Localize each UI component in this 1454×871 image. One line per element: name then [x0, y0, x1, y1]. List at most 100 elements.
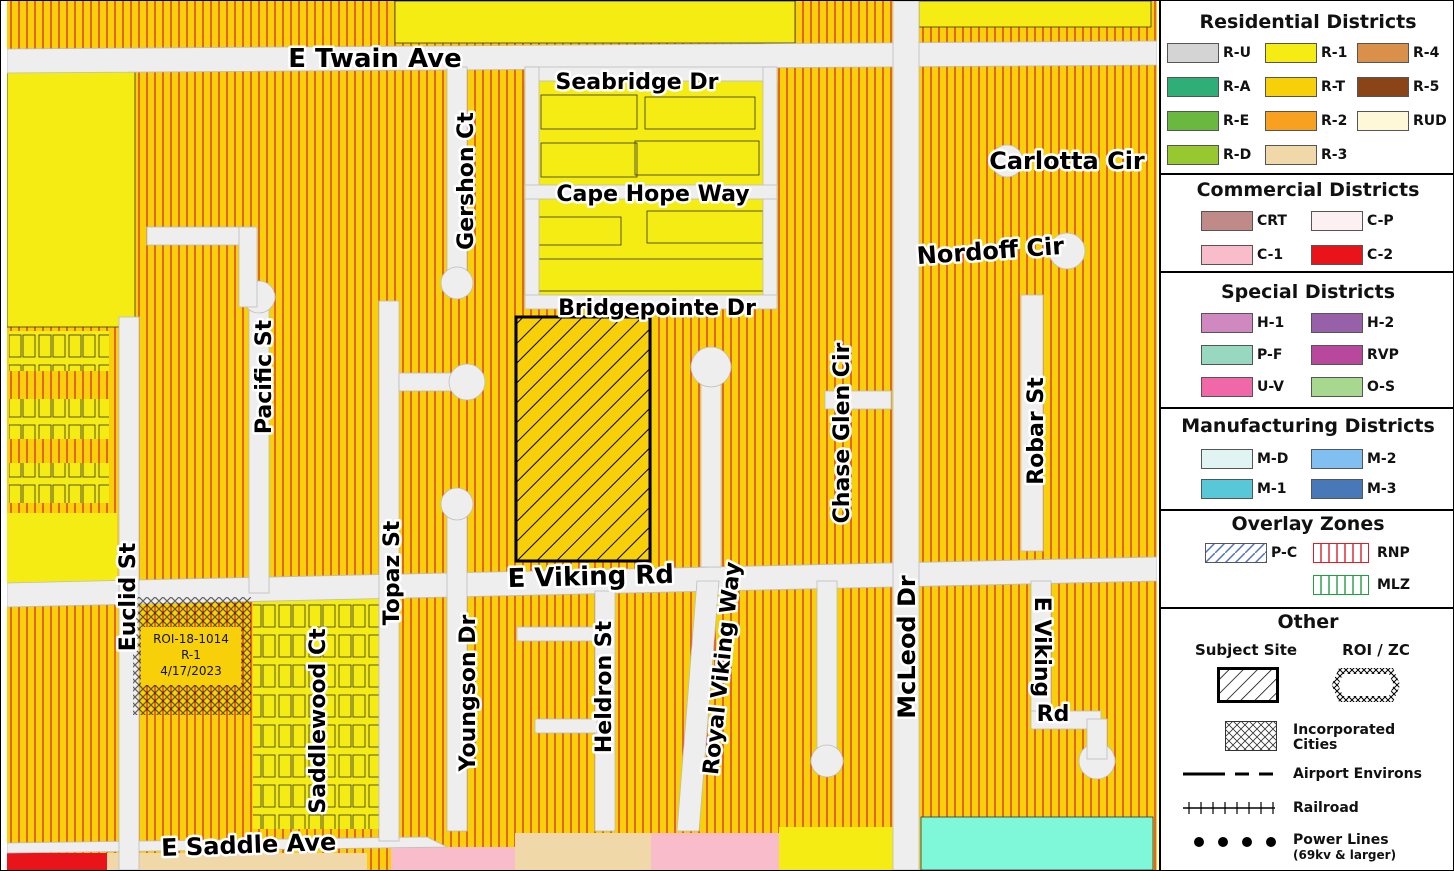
airport-environs-icon: [1183, 772, 1279, 776]
legend-other: Other Subject Site ROI / ZC Incorporated…: [1161, 609, 1453, 870]
map-canvas[interactable]: ROI-18-1014 R-1 4/17/2023 E Twain Ave Se…: [7, 1, 1157, 870]
legend-roi-zc-label: ROI / ZC: [1342, 641, 1410, 659]
legend-power-lines-line-2: (69kv & larger): [1293, 848, 1397, 862]
legend-swatch-m-2: [1311, 449, 1363, 469]
road-label-bridgepointe: Bridgepointe Dr: [558, 296, 756, 321]
r1-parcel-sw[interactable]: [7, 513, 117, 583]
r1-parcel-north[interactable]: [394, 1, 796, 44]
r1-parcel-south[interactable]: [779, 827, 895, 870]
legend-commercial-title: Commercial Districts: [1196, 179, 1420, 201]
road-label-e-viking-east-rd: Rd: [1037, 702, 1070, 727]
legend-manufacturing-title: Manufacturing Districts: [1181, 415, 1435, 437]
legend-label-r-3: R-3: [1321, 147, 1348, 163]
road-label-mcleod: McLeod Dr: [893, 575, 921, 719]
west-lots-1[interactable]: [9, 331, 109, 371]
road-label-youngson: Youngson Dr: [456, 614, 481, 772]
road-label-euclid: Euclid St: [116, 542, 141, 651]
legend-label-rud: RUD: [1413, 113, 1447, 129]
legend-label-r-1: R-1: [1321, 45, 1348, 61]
road-label-cape-hope: Cape Hope Way: [556, 182, 749, 207]
legend-label-r-a: R-A: [1223, 79, 1251, 95]
road-label-e-viking-east: E Viking: [1029, 597, 1054, 697]
legend-special-title: Special Districts: [1220, 281, 1396, 303]
legend-label-h-2: H-2: [1367, 315, 1395, 331]
legend-swatch-r-2: [1265, 111, 1317, 131]
c1-parcel-2[interactable]: [651, 833, 779, 870]
legend-swatch-p-f: [1201, 345, 1253, 365]
legend-label-rvp: RVP: [1367, 347, 1399, 363]
pc-swatch-icon: [1205, 543, 1267, 563]
legend-swatch-r-5: [1357, 77, 1409, 97]
legend-swatch-c-1: [1201, 245, 1253, 265]
legend-swatch-rud: [1357, 111, 1409, 131]
map-area[interactable]: ROI-18-1014 R-1 4/17/2023 E Twain Ave Se…: [7, 1, 1157, 870]
r1-saddlewood-lots[interactable]: [253, 597, 379, 829]
legend-power-lines-line-1: Power Lines: [1293, 832, 1389, 848]
legend-airport-label: Airport Environs: [1293, 766, 1422, 782]
om-parcel-se[interactable]: [920, 816, 1154, 870]
mlz-swatch-icon: [1313, 575, 1369, 595]
legend-label-r-t: R-T: [1321, 79, 1346, 95]
legend-swatch-r-4: [1357, 43, 1409, 63]
overlay-label-pc: P-C: [1271, 545, 1298, 561]
legend-label-r-2: R-2: [1321, 113, 1348, 129]
legend-swatch-o-s: [1311, 377, 1363, 397]
legend-other-title: Other: [1277, 611, 1339, 633]
roi-line-3: 4/17/2023: [160, 664, 222, 678]
legend-swatch-c-2: [1311, 245, 1363, 265]
roi-zc-icon: [1331, 668, 1401, 702]
legend-label-r-5: R-5: [1413, 79, 1440, 95]
legend-swatch-r-e: [1167, 111, 1219, 131]
road-label-chase-glen: Chase Glen Cir: [830, 343, 855, 524]
legend-swatch-r-t: [1265, 77, 1317, 97]
legend-label-m-2: M-2: [1367, 451, 1397, 467]
legend-label-u-v: U-V: [1257, 379, 1284, 395]
legend-swatch-m-d: [1201, 449, 1253, 469]
roi-line-1: ROI-18-1014: [153, 632, 229, 646]
legend-label-p-f: P-F: [1257, 347, 1283, 363]
r1-parcel-ne[interactable]: [918, 1, 1152, 28]
road-label-seabridge: Seabridge Dr: [556, 70, 719, 95]
road-label-robar: Robar St: [1024, 377, 1049, 485]
legend-residential-title: Residential Districts: [1199, 11, 1417, 33]
legend-incorporated-label: Incorporated Cities: [1293, 723, 1395, 753]
road-label-saddlewood: Saddlewood Ct: [306, 628, 331, 814]
legend-overlay-title: Overlay Zones: [1231, 513, 1385, 535]
road-label-carlotta: Carlotta Cir: [989, 147, 1145, 175]
legend-label-c-p: C-P: [1367, 213, 1394, 229]
legend-label-r-d: R-D: [1223, 147, 1252, 163]
west-lots-3[interactable]: [9, 463, 109, 503]
legend-swatch-m-1: [1201, 479, 1253, 499]
overlay-label-rnp: RNP: [1377, 545, 1410, 561]
road-label-e-saddle: E Saddle Ave: [161, 828, 337, 862]
r3-parcel-sw[interactable]: [107, 853, 367, 870]
rnp-swatch-icon: [1313, 543, 1369, 563]
legend-swatch-u-v: [1201, 377, 1253, 397]
road-label-e-viking: E Viking Rd: [507, 560, 674, 594]
legend-incorporated-line-1: Incorporated: [1293, 722, 1396, 738]
legend-swatch-m-3: [1311, 479, 1363, 499]
legend-swatch-r-3: [1265, 145, 1317, 165]
roi-line-2: R-1: [181, 648, 201, 662]
railroad-icon: [1183, 802, 1275, 814]
power-lines-icon: [1194, 837, 1276, 847]
legend-label-r-u: R-U: [1223, 45, 1251, 61]
legend-label-m-d: M-D: [1257, 451, 1289, 467]
subject-site-icon: [1217, 667, 1279, 703]
west-lots-2[interactable]: [9, 399, 109, 439]
r3-parcel-south[interactable]: [515, 833, 651, 870]
subject-site[interactable]: [514, 315, 652, 563]
c1-parcel-1[interactable]: [391, 847, 517, 870]
road-network[interactable]: [7, 1, 1157, 870]
legend-label-o-s: O-S: [1367, 379, 1396, 395]
r1-parcel-west[interactable]: [7, 68, 136, 328]
legend-power-lines-label: Power Lines (69kv & larger): [1293, 833, 1396, 863]
c2-parcel[interactable]: [7, 853, 107, 870]
legend-swatch-r-u: [1167, 43, 1219, 63]
road-label-pacific: Pacific St: [252, 319, 277, 434]
legend-label-h-1: H-1: [1257, 315, 1285, 331]
legend-label-crt: CRT: [1257, 213, 1287, 229]
